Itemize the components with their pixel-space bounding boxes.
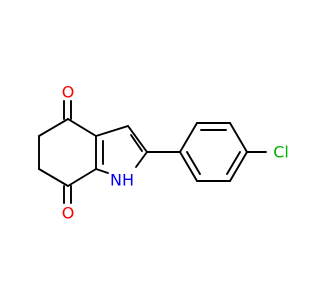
bond-ph-inner-3 <box>186 151 201 175</box>
bond-c2-n <box>135 151 148 168</box>
bond-n-c7a <box>95 168 109 174</box>
bond-c3-c2-b <box>130 134 143 152</box>
bond-c7-c7a <box>67 168 97 187</box>
chlorine-label: Cl <box>273 143 289 162</box>
bond-c4-c5 <box>38 118 69 137</box>
bond-ph1-ph2 <box>179 122 198 153</box>
bond-c3a-c3 <box>95 125 129 137</box>
bond-layer <box>38 100 267 204</box>
bond-c3-c2-a <box>127 125 148 153</box>
bond-c6-c7 <box>38 168 69 187</box>
oxygen-bottom-label: O <box>62 204 75 223</box>
bond-ph4-ph5 <box>229 151 248 182</box>
molecule-structure: O O NH Cl <box>38 83 289 223</box>
bond-ph-inner-2 <box>226 151 241 175</box>
bond-ph6-ph1 <box>179 151 198 182</box>
bond-ph3-ph4 <box>229 122 248 153</box>
nh-label: NH <box>110 171 134 190</box>
oxygen-top-label: O <box>62 83 75 102</box>
atom-label-layer: O O NH Cl <box>62 83 289 223</box>
bond-c3a-c4 <box>67 118 97 137</box>
